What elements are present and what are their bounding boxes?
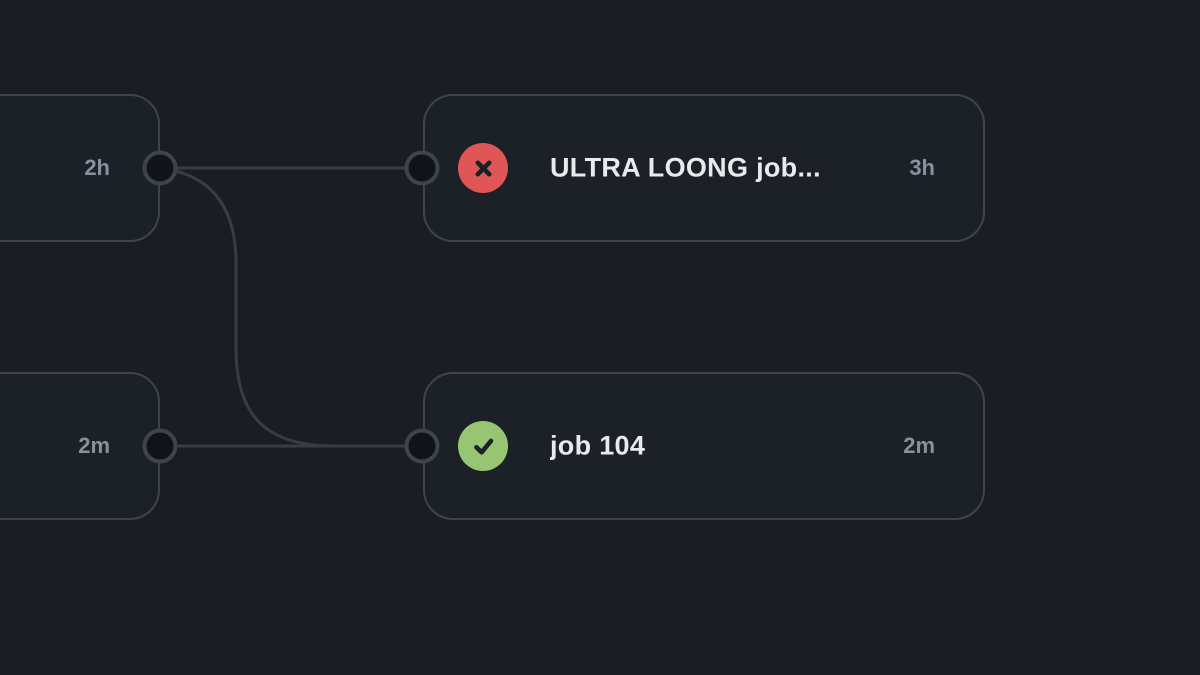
job-duration: 3h: [909, 155, 935, 180]
job-duration: 2h: [84, 155, 110, 180]
job-card-job-104[interactable]: job 104 2m: [423, 372, 985, 520]
job-card-upstream-top[interactable]: 2h: [0, 94, 160, 242]
link-top-left-to-success-curve: [159, 166, 422, 448]
job-title: ULTRA LOONG job...: [550, 152, 821, 183]
success-check-circle-icon: [458, 421, 508, 471]
failed-x-circle-icon: [458, 143, 508, 193]
job-card-ultra-loong[interactable]: ULTRA LOONG job... 3h: [423, 94, 985, 242]
job-title: job 104: [550, 430, 646, 461]
job-duration: 2m: [903, 433, 935, 458]
job-duration: 2m: [78, 433, 110, 458]
job-card-upstream-bottom[interactable]: 2m: [0, 372, 160, 520]
